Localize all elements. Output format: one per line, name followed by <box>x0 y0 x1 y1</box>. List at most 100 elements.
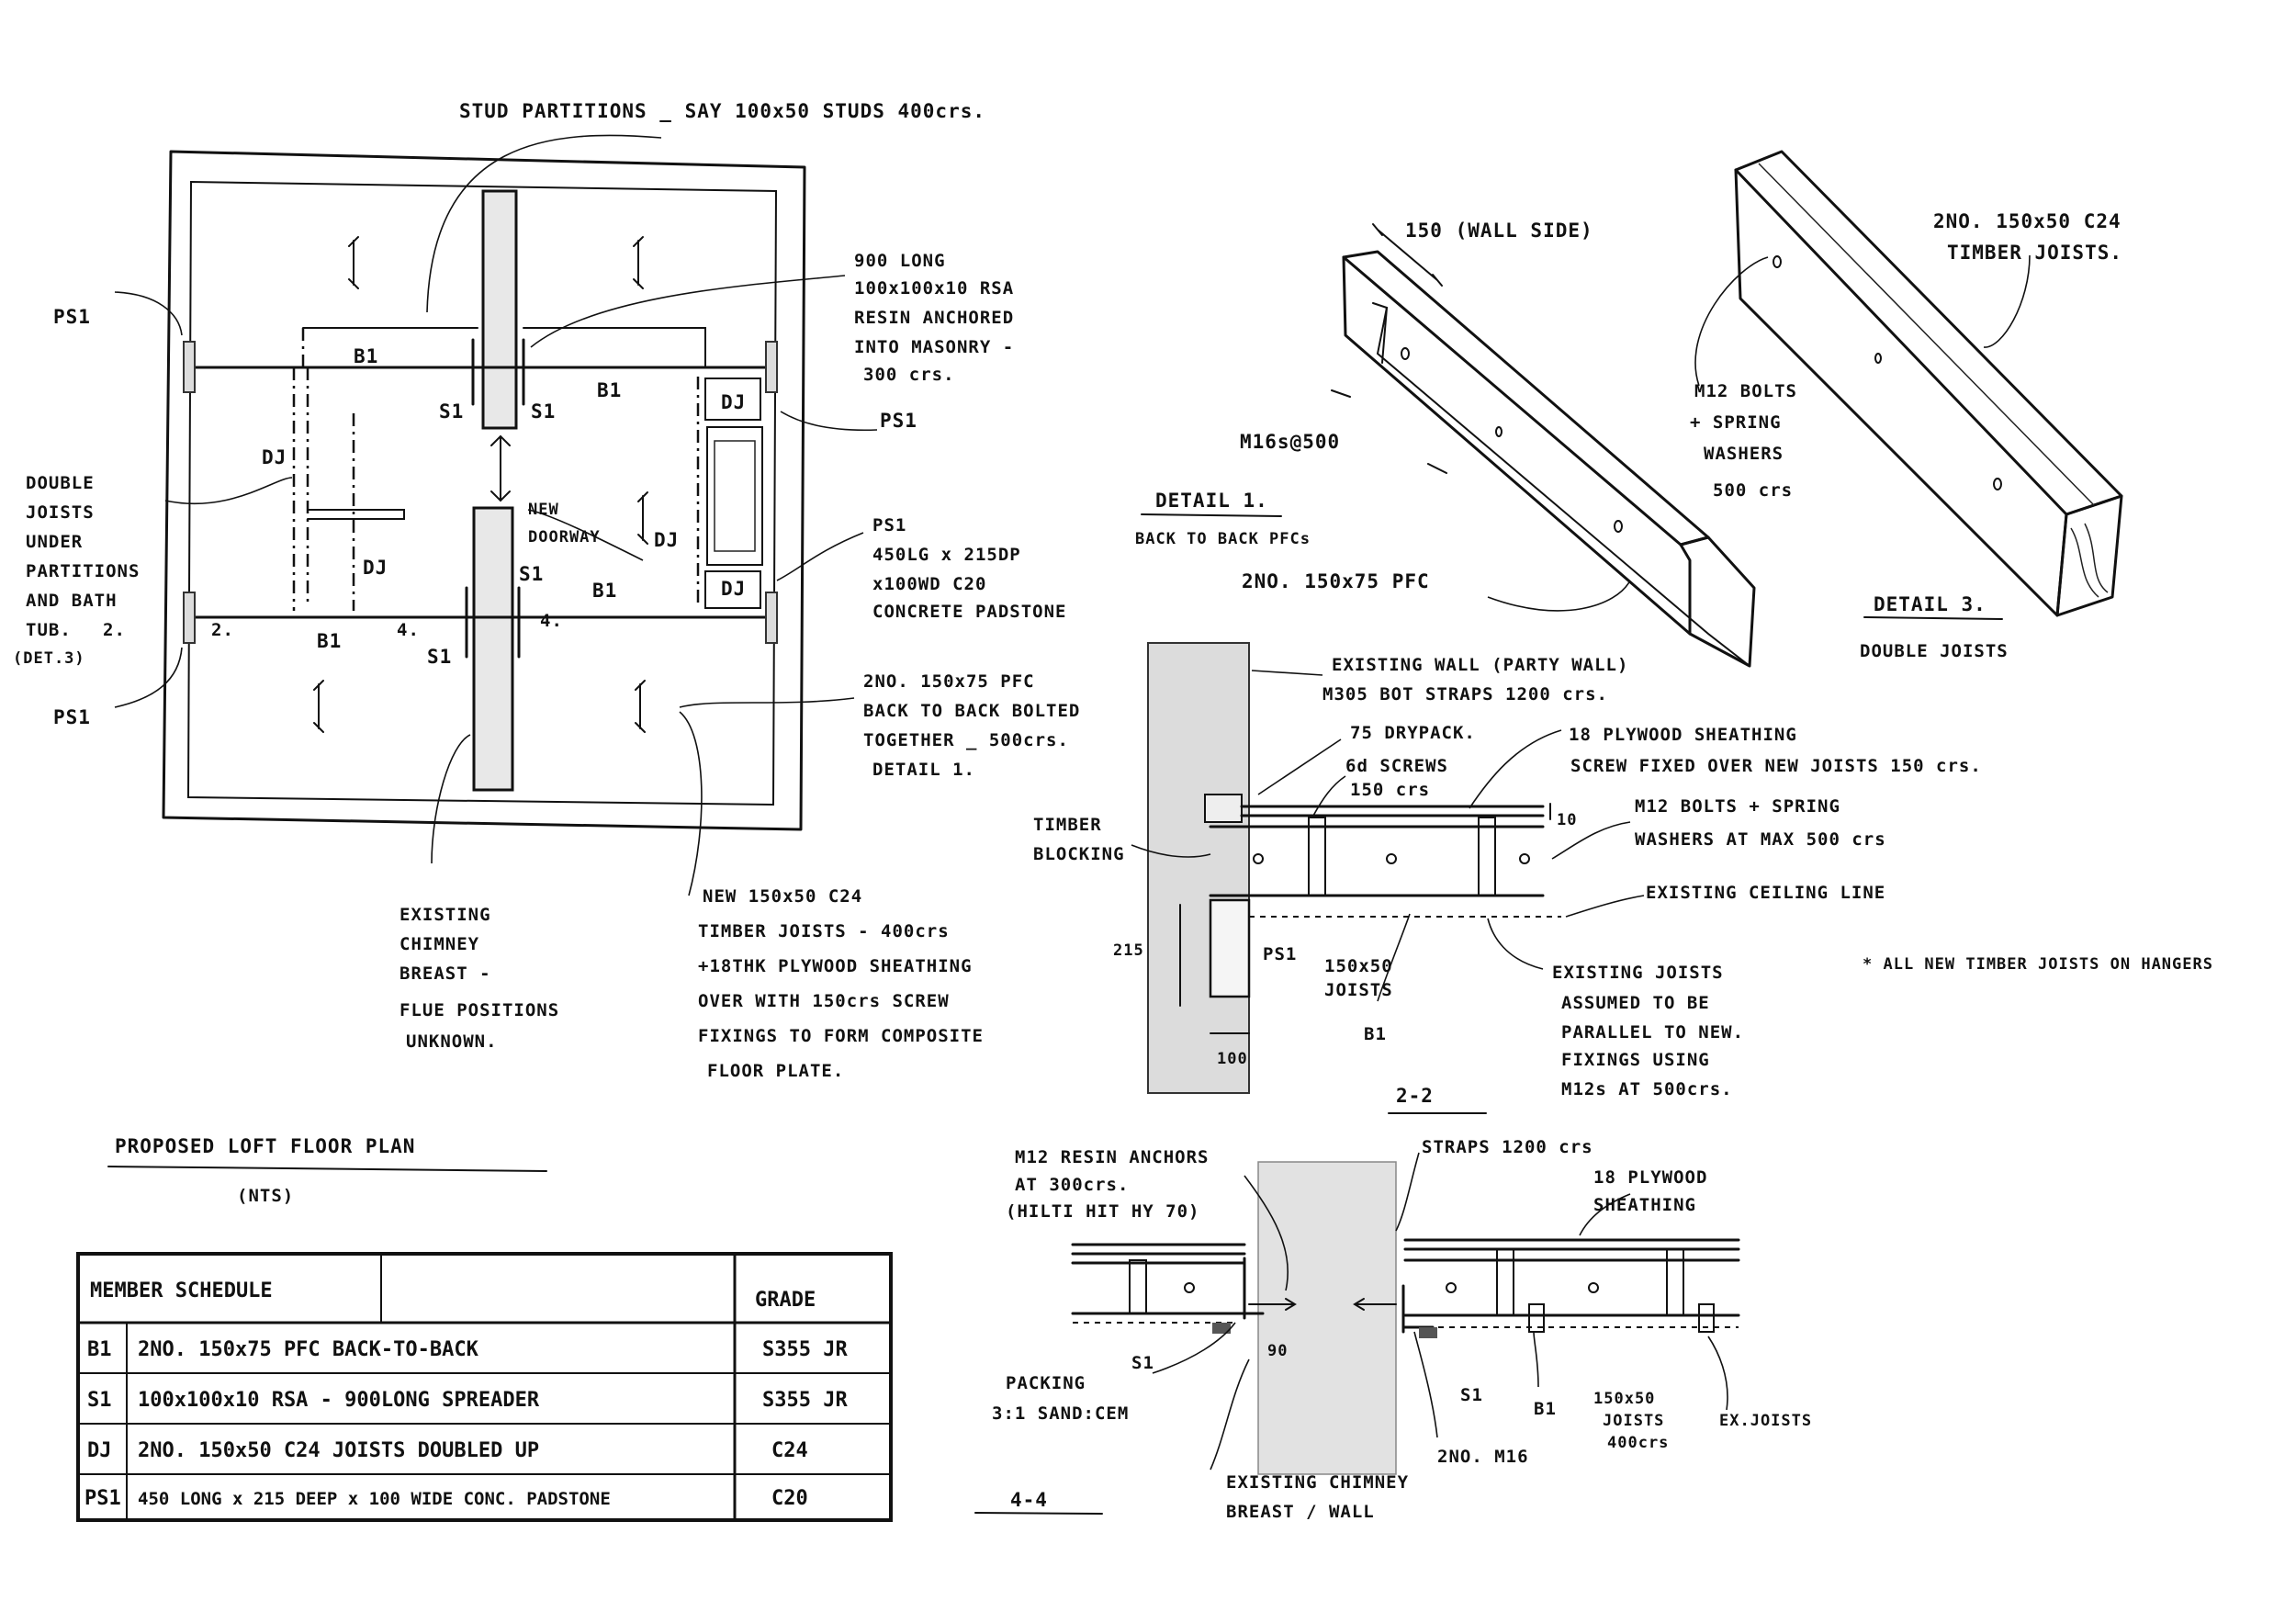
schedule-grade: S355 JR <box>762 1338 848 1361</box>
svg-text:AND BATH: AND BATH <box>26 591 118 611</box>
left-anchor <box>1248 1298 1297 1311</box>
joist-split <box>1758 163 2095 506</box>
right-blocking-1 <box>1496 1248 1514 1316</box>
b1-label-1: B1 <box>354 345 378 367</box>
schedule-desc: 2NO. 150x75 PFC BACK-TO-BACK <box>138 1338 479 1361</box>
joists-label-4-4: 150x50 JOISTS 400crs <box>1593 1390 1668 1452</box>
joist-end <box>2055 494 2123 617</box>
schedule-row: S1 100x100x10 RSA - 900LONG SPREADER S35… <box>87 1389 848 1412</box>
dj-label-4: DJ <box>654 529 679 551</box>
grain <box>2070 523 2109 598</box>
svg-text:(HILTI HIT HY 70): (HILTI HIT HY 70) <box>1006 1201 1199 1222</box>
svg-text:UNDER: UNDER <box>26 532 83 552</box>
dj-box-top <box>704 378 761 421</box>
svg-text:WASHERS: WASHERS <box>1704 444 1784 464</box>
schedule-grade: S355 JR <box>762 1389 848 1412</box>
dim-10-label: 10 <box>1557 811 1577 829</box>
bath-tub <box>706 426 763 566</box>
ps1-label-top-left: PS1 <box>53 306 91 328</box>
svg-text:3:1 SAND:CEM: 3:1 SAND:CEM <box>992 1403 1129 1424</box>
svg-text:BLOCKING: BLOCKING <box>1033 844 1125 864</box>
schedule-row: PS1 450 LONG x 215 DEEP x 100 WIDE CONC.… <box>84 1487 808 1510</box>
dj-label-5: DJ <box>721 578 746 600</box>
svg-text:150x50: 150x50 <box>1324 956 1393 976</box>
svg-text:JOISTS: JOISTS <box>26 502 95 523</box>
chimney-wall <box>1257 1161 1397 1475</box>
detail-1-dim: 150 (WALL SIDE) <box>1405 220 1593 242</box>
joists-note: NEW 150x50 C24 TIMBER JOISTS - 400crs +1… <box>698 886 984 1081</box>
section-4-marker: 4. <box>397 620 420 640</box>
s1-label-1: S1 <box>439 400 464 423</box>
svg-text:WASHERS AT MAX 500 crs: WASHERS AT MAX 500 crs <box>1635 829 1886 850</box>
partition-outline-2 <box>301 328 310 606</box>
party-wall <box>1147 642 1250 1094</box>
joist-arrow-3 <box>637 491 648 545</box>
svg-text:CHIMNEY: CHIMNEY <box>400 934 479 954</box>
stud-partitions-note: STUD PARTITIONS _ SAY 100x50 STUDS 400cr… <box>459 100 985 122</box>
svg-text:PACKING: PACKING <box>1006 1373 1086 1393</box>
schedule-grade: C20 <box>771 1487 808 1510</box>
schedule-desc: 450 LONG x 215 DEEP x 100 WIDE CONC. PAD… <box>138 1489 611 1509</box>
svg-text:BACK TO BACK BOLTED: BACK TO BACK BOLTED <box>863 701 1080 721</box>
detail-1-drawing <box>1331 223 1756 668</box>
joist-arrow-4 <box>313 680 324 733</box>
dim-90-label: 90 <box>1267 1342 1288 1360</box>
section-4-marker-b: 4. <box>540 611 563 631</box>
padstone-right-top <box>765 341 778 393</box>
ps1-label-bottom-left: PS1 <box>53 706 91 728</box>
detail-3-member-note: 2NO. 150x50 C24 TIMBER JOISTS. <box>1933 210 2122 264</box>
svg-text:2NO. 150x50 C24: 2NO. 150x50 C24 <box>1933 210 2122 232</box>
svg-text:FIXINGS TO FORM COMPOSITE: FIXINGS TO FORM COMPOSITE <box>698 1026 984 1046</box>
floor-plan <box>114 134 878 896</box>
svg-text:M12 RESIN ANCHORS: M12 RESIN ANCHORS <box>1015 1147 1209 1167</box>
section-2-2-wall-note: EXISTING WALL (PARTY WALL) M305 BOT STRA… <box>1322 655 1627 704</box>
pfc-note: 2NO. 150x75 PFC BACK TO BACK BOLTED TOGE… <box>863 671 1080 780</box>
detail-1-member: 2NO. 150x75 PFC <box>1242 570 1430 592</box>
dj-label-1: DJ <box>262 446 287 468</box>
screws-label: 6d SCREWS 150 crs <box>1345 756 1447 800</box>
joist-top-face <box>1734 150 2123 516</box>
ex-joists-label: EX.JOISTS <box>1719 1412 1812 1430</box>
svg-text:M12s AT 500crs.: M12s AT 500crs. <box>1561 1079 1733 1099</box>
svg-text:FIXINGS USING: FIXINGS USING <box>1561 1050 1710 1070</box>
svg-text:150 crs: 150 crs <box>1350 780 1430 800</box>
s1-label-3: S1 <box>519 563 544 585</box>
dj-label-2: DJ <box>363 557 388 579</box>
svg-text:150x50: 150x50 <box>1593 1390 1655 1408</box>
svg-text:M305 BOT STRAPS 1200 crs.: M305 BOT STRAPS 1200 crs. <box>1322 684 1608 704</box>
dim-100-label: 100 <box>1217 1050 1248 1068</box>
bolt-2 <box>1386 853 1397 864</box>
svg-text:450LG x 215DP: 450LG x 215DP <box>872 545 1021 565</box>
svg-text:SCREW FIXED OVER NEW JOISTS 15: SCREW FIXED OVER NEW JOISTS 150 crs. <box>1570 756 1982 776</box>
svg-text:M12 BOLTS + SPRING: M12 BOLTS + SPRING <box>1635 796 1840 817</box>
right-packing <box>1419 1327 1437 1338</box>
right-bolt-2 <box>1588 1282 1599 1293</box>
padstone-right-bottom <box>765 592 778 644</box>
bath-inner <box>714 440 756 552</box>
svg-text:900 LONG: 900 LONG <box>854 251 946 271</box>
small-wall <box>307 509 405 520</box>
chimney-label-4-4: EXISTING CHIMNEY BREAST / WALL <box>1226 1472 1408 1522</box>
detail-1-bolts: M16s@500 <box>1240 431 1340 453</box>
dim-line-150 <box>1372 223 1443 287</box>
svg-text:18 PLYWOOD SHEATHING: 18 PLYWOOD SHEATHING <box>1569 725 1797 745</box>
svg-text:BREAST / WALL: BREAST / WALL <box>1226 1502 1375 1522</box>
detail-3-underline <box>1863 616 2003 620</box>
bolt-hole <box>1401 347 1410 360</box>
schedule-grade: C24 <box>771 1439 808 1462</box>
s1-label-4-4-right: S1 <box>1460 1385 1483 1405</box>
schedule-ref: B1 <box>87 1338 112 1361</box>
svg-text:DETAIL 1.: DETAIL 1. <box>872 760 975 780</box>
title-underline <box>107 1166 547 1172</box>
svg-text:RESIN ANCHORED: RESIN ANCHORED <box>854 308 1014 328</box>
bolts-label-4-4: 2NO. M16 <box>1437 1447 1529 1467</box>
svg-text:M12 BOLTS: M12 BOLTS <box>1694 381 1797 401</box>
svg-text:CONCRETE PADSTONE: CONCRETE PADSTONE <box>872 602 1066 622</box>
anchors-note: M12 RESIN ANCHORS AT 300crs. (HILTI HIT … <box>1006 1147 1209 1222</box>
svg-text:PARALLEL TO NEW.: PARALLEL TO NEW. <box>1561 1022 1744 1043</box>
svg-text:TIMBER: TIMBER <box>1033 815 1102 835</box>
padstone-2-2 <box>1209 898 1251 998</box>
right-blocking-2 <box>1666 1248 1684 1316</box>
blocking-2 <box>1478 817 1496 896</box>
